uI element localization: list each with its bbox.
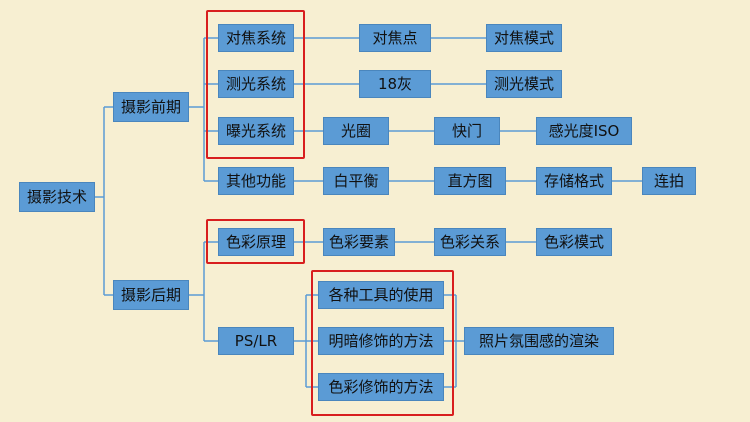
node-pre[interactable]: 摄影前期 [113,92,189,122]
node-exposure-system[interactable]: 曝光系统 [218,117,294,145]
node-meter-mode[interactable]: 测光模式 [486,70,562,98]
node-burst[interactable]: 连拍 [642,167,696,195]
node-18-gray[interactable]: 18灰 [359,70,431,98]
node-other-functions[interactable]: 其他功能 [218,167,294,195]
node-color-relation[interactable]: 色彩关系 [434,228,506,256]
node-color-mode[interactable]: 色彩模式 [536,228,612,256]
node-atmosphere-render[interactable]: 照片氛围感的渲染 [464,327,614,355]
highlight-box-postprocessing [311,270,454,416]
highlight-box-color-principle [206,219,305,264]
node-focus-mode[interactable]: 对焦模式 [486,24,562,52]
node-white-balance[interactable]: 白平衡 [323,167,389,195]
node-iso[interactable]: 感光度ISO [536,117,632,145]
node-ps-lr[interactable]: PS/LR [218,327,294,355]
node-light-dark-edit[interactable]: 明暗修饰的方法 [318,327,444,355]
highlight-box-pre-systems [206,10,305,159]
node-focus-system[interactable]: 对焦系统 [218,24,294,52]
node-aperture[interactable]: 光圈 [323,117,389,145]
node-color-edit[interactable]: 色彩修饰的方法 [318,373,444,401]
node-post[interactable]: 摄影后期 [113,280,189,310]
node-shutter[interactable]: 快门 [434,117,500,145]
node-tool-usage[interactable]: 各种工具的使用 [318,281,444,309]
node-color-principle[interactable]: 色彩原理 [218,228,294,256]
node-meter-system[interactable]: 测光系统 [218,70,294,98]
node-focus-point[interactable]: 对焦点 [359,24,431,52]
node-histogram[interactable]: 直方图 [434,167,506,195]
node-color-elements[interactable]: 色彩要素 [323,228,395,256]
node-root[interactable]: 摄影技术 [19,182,95,212]
node-storage-format[interactable]: 存储格式 [536,167,612,195]
